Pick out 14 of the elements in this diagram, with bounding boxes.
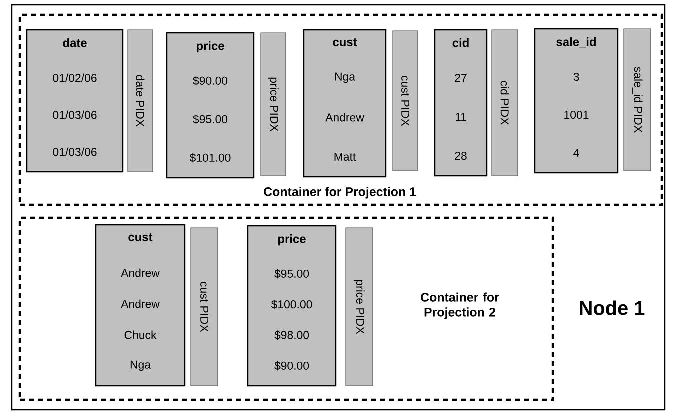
column-box: cust Nga Andrew Matt: [303, 29, 387, 178]
column-box: sale_id 3 1001 4: [534, 28, 619, 174]
column-box: cid 27 11 28: [434, 29, 488, 177]
column-box: cust Andrew Andrew Chuck Nga: [95, 224, 186, 387]
index-bar: cust PIDX: [190, 228, 218, 386]
index-bar: cid PIDX: [492, 30, 518, 176]
index-bar: price PIDX: [260, 32, 286, 176]
index-bar: cust PIDX: [392, 30, 418, 172]
index-bar: sale_id PIDX: [624, 28, 652, 172]
column-box: price $95.00 $100.00 $98.00 $90.00: [247, 225, 337, 387]
index-bar: price PIDX: [346, 228, 374, 386]
column-box: date 01/02/06 01/03/06 01/03/06: [26, 29, 124, 173]
column-box: price $90.00 $95.00 $101.00: [166, 32, 255, 179]
index-bar: date PIDX: [128, 30, 154, 172]
